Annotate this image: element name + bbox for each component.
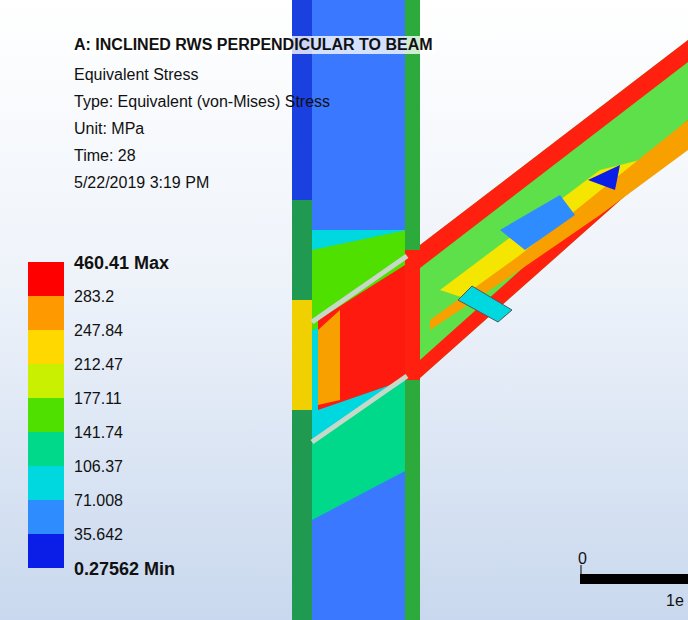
legend-value: 247.84	[74, 322, 123, 340]
beam-contour	[588, 165, 620, 190]
beam-contour	[440, 160, 640, 300]
scale-label: 1e	[666, 592, 684, 610]
scale-bar	[580, 574, 688, 584]
legend-value: 212.47	[74, 356, 123, 374]
legend-value: 35.642	[74, 526, 123, 544]
legend-value: 460.41 Max	[74, 254, 169, 272]
stiffener	[312, 376, 407, 442]
column-flange	[292, 300, 312, 410]
legend-value: 177.11	[74, 390, 122, 408]
beam-flange	[420, 120, 688, 378]
legend-swatch	[28, 398, 64, 432]
beam-web	[420, 40, 688, 378]
result-info: Time: 28	[74, 147, 136, 165]
panel-zone	[318, 310, 340, 405]
column-flange	[405, 0, 420, 620]
legend-value: 71.008	[74, 492, 123, 510]
legend-value: 106.37	[74, 458, 123, 476]
scale-label: 0	[578, 550, 587, 568]
stiffener	[312, 256, 407, 322]
beam-contour	[430, 120, 688, 330]
scale-tick	[581, 565, 582, 584]
stiffener	[458, 286, 512, 322]
legend-swatch	[28, 500, 64, 534]
legend-swatch	[28, 534, 64, 568]
result-info: 5/22/2019 3:19 PM	[74, 174, 209, 192]
column-contour	[312, 380, 407, 520]
legend-value: 283.2	[74, 288, 114, 306]
result-info: Equivalent Stress	[74, 66, 199, 84]
legend-swatch	[28, 296, 64, 330]
legend-value: 141.74	[74, 424, 123, 442]
legend-swatch	[28, 466, 64, 500]
legend-swatch	[28, 364, 64, 398]
plot-title: A: INCLINED RWS PERPENDICULAR TO BEAM	[72, 36, 435, 54]
column-flange	[405, 250, 420, 380]
legend-value: 0.27562 Min	[74, 560, 175, 578]
result-info: Type: Equivalent (von-Mises) Stress	[74, 93, 330, 111]
beam-contour	[500, 195, 575, 250]
legend-swatch	[28, 432, 64, 466]
legend-swatch	[28, 262, 64, 296]
legend-swatch	[28, 330, 64, 364]
result-info: Unit: MPa	[74, 120, 144, 138]
